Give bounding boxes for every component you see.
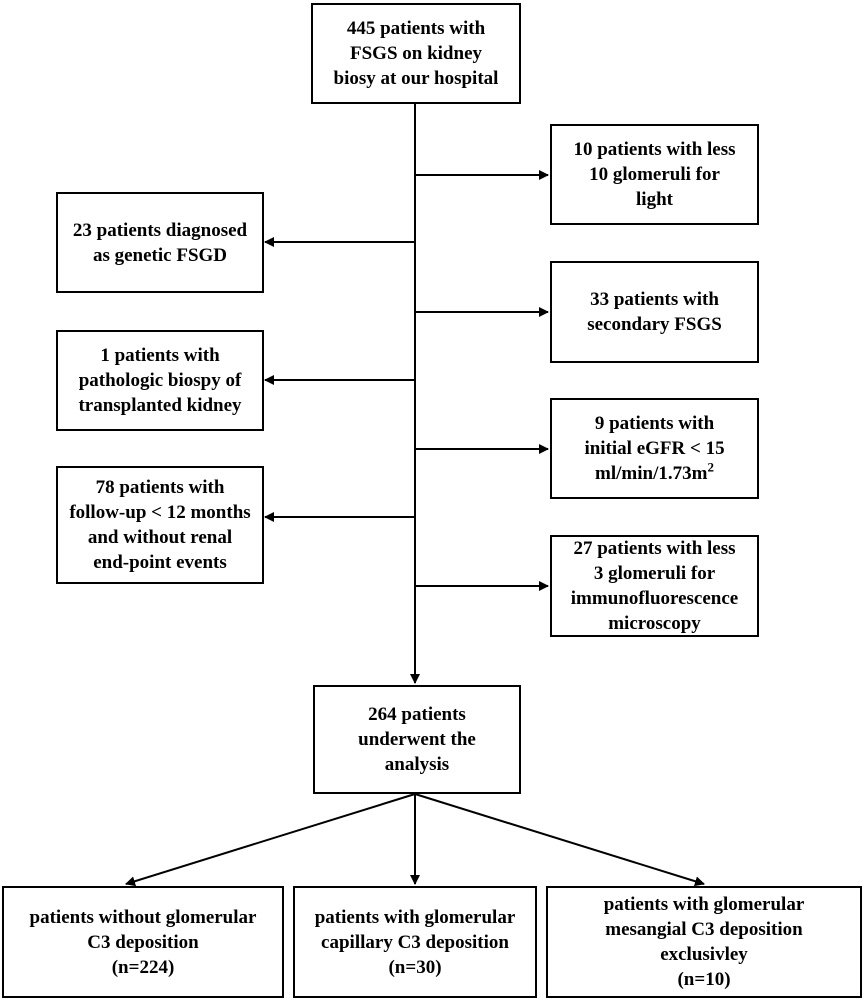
egfr-unit: ml/min/1.73m [595, 463, 708, 484]
group-none-line-2: C3 deposition [87, 931, 199, 953]
excl-followup-line-1: 78 patients with [95, 477, 225, 498]
excl-secondary-line-2: secondary FSGS [587, 314, 722, 335]
egfr-unit-exponent: 2 [707, 459, 714, 475]
analysis-line-3: analysis [384, 754, 450, 775]
excl-egfr-line-2: initial eGFR < 15 [584, 438, 725, 459]
excl-egfr-node: 9 patients with initial eGFR < 15 ml/min… [550, 398, 759, 499]
excl-glomeruli-if-line-3: immunofluorescence [570, 588, 739, 609]
analysis-line-1: 264 patients [368, 704, 466, 725]
excl-genetic-node: 23 patients diagnosed as genetic FSGD [56, 192, 264, 293]
excl-followup-line-2: follow-up < 12 months [69, 502, 251, 523]
arrow-to-group-none [125, 793, 416, 887]
excl-transplant-node: 1 patients with pathologic biospy of tra… [56, 330, 264, 431]
excl-secondary-node: 33 patients with secondary FSGS [550, 261, 759, 363]
group-none-node: patients without glomerular C3 depositio… [2, 886, 284, 998]
excl-followup-line-4: end-point events [93, 552, 227, 573]
excl-secondary-line-1: 33 patients with [590, 289, 719, 310]
start-line-2: FSGS on kidney [350, 43, 482, 64]
group-none-line-1: patients without glomerular [29, 906, 257, 928]
group-mesangial-line-2: mesangial C3 deposition [605, 919, 803, 940]
excl-followup-node: 78 patients with follow-up < 12 months a… [56, 466, 264, 584]
excl-glomeruli-if-line-4: microscopy [608, 613, 701, 634]
excl-glomeruli-light-line-2: 10 glomeruli for [589, 164, 720, 185]
group-none-line-3: (n=224) [111, 956, 175, 978]
group-mesangial-node: patients with glomerular mesangial C3 de… [546, 886, 862, 998]
excl-transplant-line-2: pathologic biospy of [78, 370, 242, 391]
excl-genetic-line-1: 23 patients diagnosed [72, 219, 248, 241]
excl-transplant-line-1: 1 patients with [100, 345, 220, 366]
excl-egfr-line-3: ml/min/1.73m2 [595, 461, 714, 486]
excl-egfr-line-1: 9 patients with [594, 413, 715, 434]
group-capillary-line-1: patients with glomerular [314, 906, 516, 928]
excl-glomeruli-if-line-2: 3 glomeruli for [593, 563, 716, 584]
arrow-to-group-mesangial [414, 793, 705, 887]
group-mesangial-line-1: patients with glomerular [603, 894, 805, 915]
excl-genetic-line-2: as genetic FSGD [92, 244, 228, 266]
analysis-node: 264 patients underwent the analysis [313, 685, 521, 794]
excl-glomeruli-if-line-1: 27 patients with less [573, 538, 736, 559]
start-line-1: 445 patients with [346, 18, 486, 39]
excl-transplant-line-3: transplanted kidney [78, 395, 242, 416]
group-capillary-line-3: (n=30) [388, 956, 442, 978]
analysis-line-2: underwent the [358, 729, 476, 750]
group-capillary-node: patients with glomerular capillary C3 de… [293, 886, 537, 998]
start-line-3: biosy at our hospital [333, 68, 499, 89]
excl-glomeruli-light-node: 10 patients with less 10 glomeruli for l… [550, 124, 759, 225]
excl-followup-line-3: and without renal [87, 527, 233, 548]
excl-glomeruli-light-line-3: light [636, 189, 673, 210]
excl-glomeruli-light-line-1: 10 patients with less [573, 139, 736, 160]
excl-glomeruli-if-node: 27 patients with less 3 glomeruli for im… [550, 535, 759, 637]
group-mesangial-line-3: exclusivley [660, 944, 748, 965]
group-mesangial-line-4: (n=10) [677, 969, 731, 990]
group-capillary-line-2: capillary C3 deposition [321, 931, 509, 953]
start-node: 445 patients with FSGS on kidney biosy a… [311, 3, 521, 104]
